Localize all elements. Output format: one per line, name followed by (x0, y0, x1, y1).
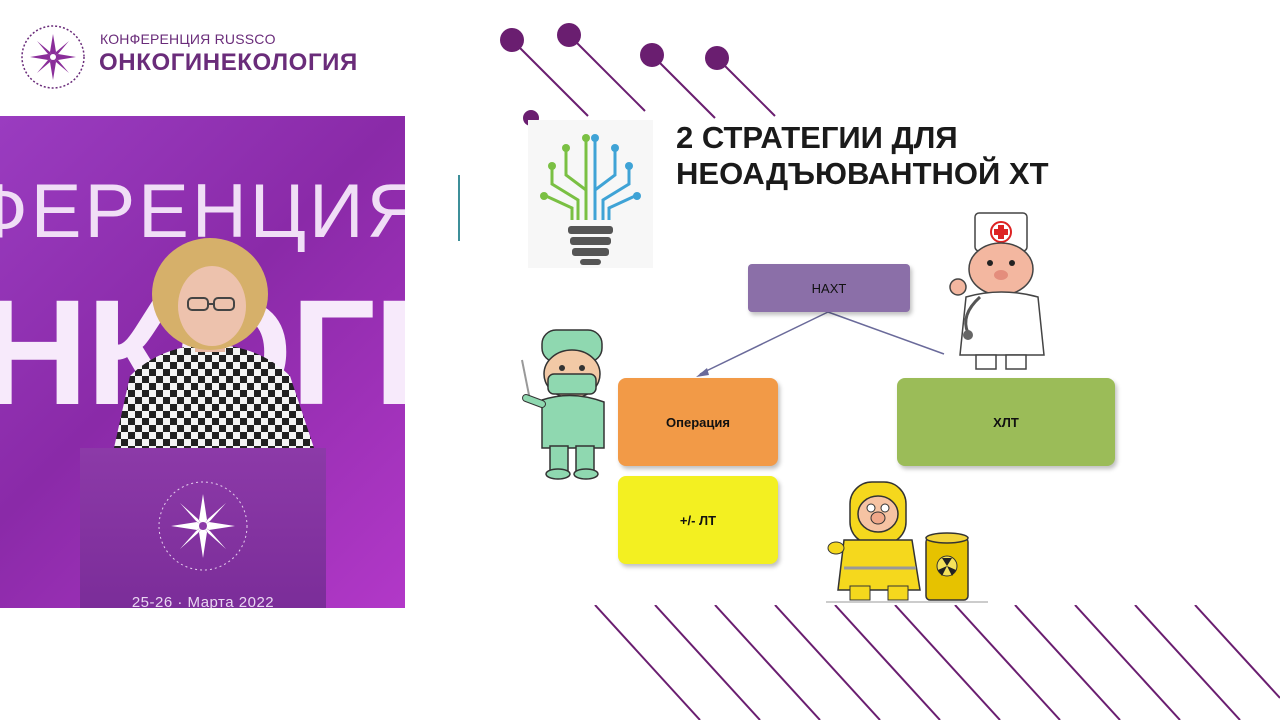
hazmat-illustration (826, 481, 988, 603)
doctor-illustration (949, 212, 1045, 370)
podium-logo-icon (158, 481, 248, 571)
speaker-video: ФЕРЕНЦИЯ НКОГІ (0, 116, 405, 608)
podium: 25-26 · Марта 2022 (80, 448, 326, 608)
conference-label: КОНФЕРЕНЦИЯ RUSSCO (100, 31, 276, 47)
box-operation: Операция (618, 378, 778, 466)
box-khlt: ХЛТ (897, 378, 1115, 466)
decorative-dot-lines (500, 23, 776, 126)
box-nakht: НАХТ (748, 264, 910, 312)
decorative-diagonal-lines (594, 605, 1280, 720)
surgeon-illustration (521, 329, 605, 480)
box-lt: +/- ЛТ (618, 476, 778, 564)
russco-logo-icon (21, 25, 85, 89)
flow-arrows (696, 311, 945, 377)
slide-divider (458, 175, 460, 241)
slide-title-line-2: НЕОАДЪЮВАНТНОЙ ХТ (676, 156, 1049, 191)
speaker-figure (110, 238, 320, 466)
lightbulb-circuit-icon (528, 120, 653, 268)
slide-title: 2 СТРАТЕГИИ ДЛЯ НЕОАДЪЮВАНТНОЙ ХТ (676, 120, 1049, 192)
podium-date: 25-26 · Марта 2022 (131, 594, 275, 608)
slide-title-line-1: 2 СТРАТЕГИИ ДЛЯ (676, 120, 958, 155)
conference-title: ОНКОГИНЕКОЛОГИЯ (99, 49, 358, 76)
